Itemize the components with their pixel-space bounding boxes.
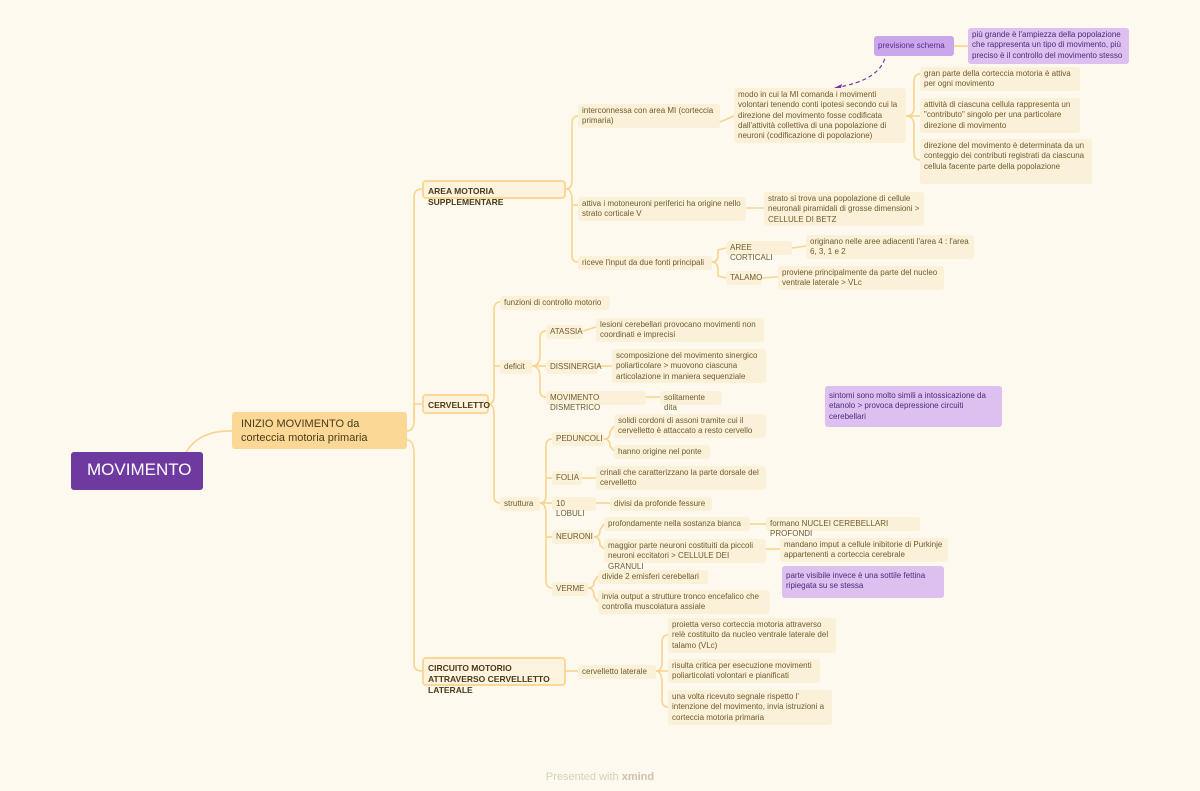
branch-area-motoria[interactable]: AREA MOTORIA SUPPLEMENTARE: [422, 180, 566, 207]
node-maggior[interactable]: maggior parte neuroni costituiti da picc…: [604, 539, 766, 571]
node-atassia-desc[interactable]: lesioni cerebellari provocano movimenti …: [596, 318, 764, 342]
branch-cervelletto[interactable]: CERVELLETTO: [422, 394, 490, 414]
node-direzione[interactable]: direzione del movimento è determinata da…: [920, 139, 1092, 184]
node-risulta[interactable]: risulta critica per esecuzione movimenti…: [668, 659, 820, 683]
node-folia[interactable]: FOLIA: [552, 471, 582, 485]
note-sintomi[interactable]: sintomi sono molto simili a intossicazio…: [825, 386, 1002, 427]
node-dismetrico-desc[interactable]: solitamente dita: [660, 391, 722, 412]
node-mandano[interactable]: mandano imput a cellule inibitorie di Pu…: [780, 538, 948, 562]
node-gran-parte[interactable]: gran parte della corteccia motoria è att…: [920, 67, 1080, 91]
xmind-logo-text: xmind: [621, 771, 655, 783]
node-struttura[interactable]: struttura: [500, 497, 540, 511]
node-peduncoli[interactable]: PEDUNCOLI: [552, 432, 604, 446]
node-attivita[interactable]: attività di ciascuna cellula rappresenta…: [920, 98, 1080, 133]
node-solidi[interactable]: solidi cordoni di assoni tramite cui il …: [614, 414, 766, 438]
node-formano[interactable]: formano NUCLEI CEREBELLARI PROFONDI: [766, 517, 920, 538]
node-originano[interactable]: originano nelle aree adiacenti l'area 4 …: [806, 235, 974, 259]
node-proviene[interactable]: proviene principalmente da parte del nuc…: [778, 266, 944, 290]
node-proietta[interactable]: proietta verso corteccia motoria attrave…: [668, 618, 836, 653]
node-verme[interactable]: VERME: [552, 582, 588, 596]
node-riceve[interactable]: riceve l'input da due fonti principali: [578, 256, 712, 270]
node-dissinergia[interactable]: DISSINERGIA: [546, 360, 602, 374]
footer-branding: Presented with xmind: [0, 771, 1200, 783]
node-crinali[interactable]: crinali che caratterizzano la parte dors…: [596, 466, 766, 490]
root-topic[interactable]: MOVIMENTO: [71, 452, 203, 490]
node-modo[interactable]: modo in cui la MI comanda i movimenti vo…: [734, 88, 906, 143]
node-attiva-motoneuroni[interactable]: attiva i motoneuroni periferici ha origi…: [578, 197, 746, 221]
main-topic[interactable]: INIZIO MOVIMENTO da corteccia motoria pr…: [232, 412, 407, 449]
node-atassia[interactable]: ATASSIA: [546, 325, 583, 339]
branch-circuito-motorio[interactable]: CIRCUITO MOTORIO ATTRAVERSO CERVELLETTO …: [422, 657, 566, 695]
note-piu-grande[interactable]: più grande è l'ampiezza della popolazion…: [968, 28, 1129, 64]
node-invia-output[interactable]: invia output a strutture tronco encefali…: [598, 590, 770, 614]
node-dissinergia-desc[interactable]: scomposizione del movimento sinergico po…: [612, 349, 766, 383]
presented-with-text: Presented with: [545, 771, 619, 783]
node-strato[interactable]: strato si trova una popolazione di cellu…: [764, 192, 924, 226]
node-deficit[interactable]: deficit: [500, 360, 532, 374]
node-previsione-schema[interactable]: previsione schema: [874, 36, 954, 56]
node-una-volta[interactable]: una volta ricevuto segnale rispetto l' i…: [668, 690, 832, 725]
node-divisi[interactable]: divisi da profonde fessure: [610, 497, 712, 511]
node-10-lobuli[interactable]: 10 LOBULI: [552, 497, 596, 518]
node-dismetrico[interactable]: MOVIMENTO DISMETRICO: [546, 391, 646, 412]
node-interconnessa[interactable]: interconnessa con area MI (corteccia pri…: [578, 104, 720, 128]
node-aree-corticali[interactable]: AREE CORTICALI: [726, 241, 792, 262]
node-talamo[interactable]: TALAMO: [726, 271, 762, 285]
node-funzioni[interactable]: funzioni di controllo motorio: [500, 296, 610, 310]
node-hanno[interactable]: hanno origine nel ponte: [614, 445, 710, 459]
node-divide[interactable]: divide 2 emisferi cerebellari: [598, 570, 708, 584]
node-cervelletto-laterale[interactable]: cervelletto laterale: [578, 665, 656, 679]
note-parte-visibile[interactable]: parte visibile invece è una sottile fett…: [782, 566, 944, 598]
node-profondamente[interactable]: profondamente nella sostanza bianca: [604, 517, 750, 531]
node-neuroni[interactable]: NEURONI: [552, 530, 594, 544]
